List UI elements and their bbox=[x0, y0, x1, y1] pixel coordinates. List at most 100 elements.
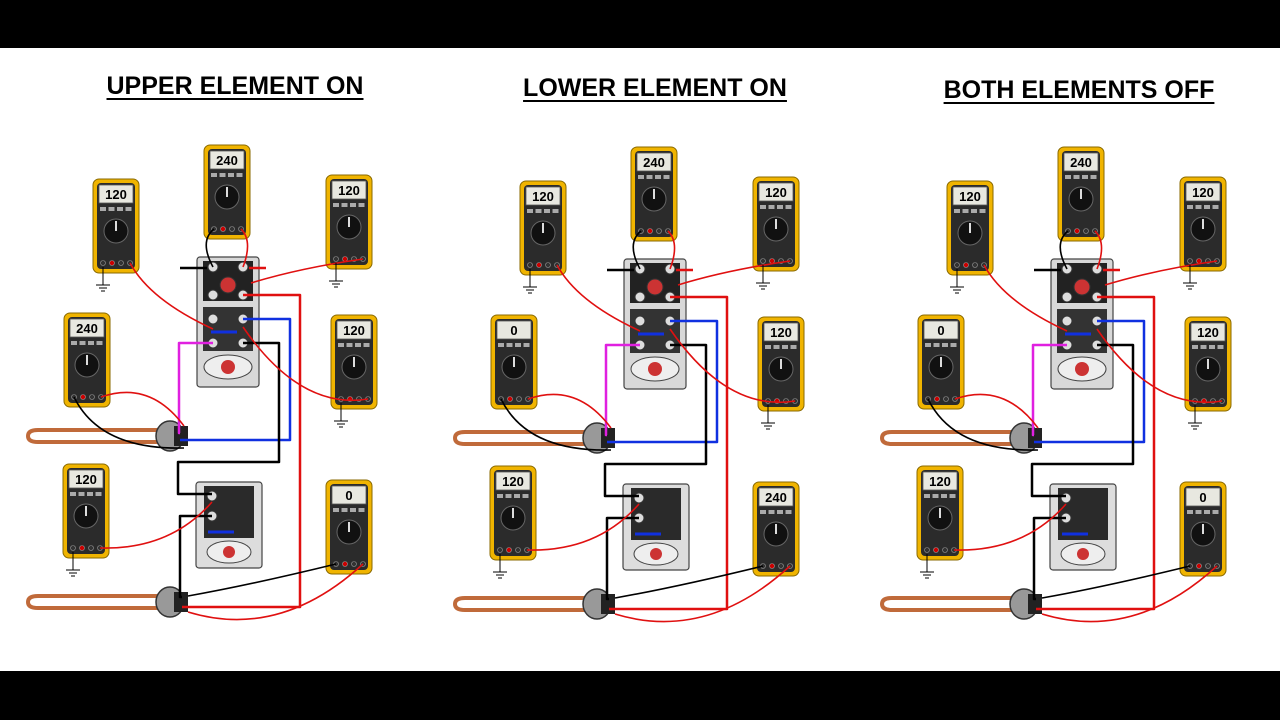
meter-lcd bbox=[68, 469, 104, 489]
panel-1: 240 120 120 240 120 120 0 bbox=[25, 144, 378, 621]
ground-icon bbox=[523, 269, 537, 294]
lower-thermostat-feed-wire bbox=[1030, 343, 1135, 498]
meter-button bbox=[355, 343, 361, 347]
meter-reading: 120 bbox=[105, 187, 127, 202]
meter-jack bbox=[527, 262, 533, 268]
meter-jack bbox=[1196, 563, 1202, 569]
lower-thermostat bbox=[195, 481, 263, 569]
reset-button bbox=[1073, 278, 1091, 296]
terminal-screw bbox=[207, 289, 219, 301]
ground-icon bbox=[96, 267, 110, 292]
meter-jack bbox=[647, 228, 653, 234]
meter-jack bbox=[933, 547, 939, 553]
multimeter-left-lower: 120 bbox=[916, 465, 964, 561]
meter-reading: 120 bbox=[770, 325, 792, 340]
meter-button bbox=[942, 343, 948, 347]
upper-thermostat bbox=[196, 256, 260, 388]
meter-reading: 240 bbox=[765, 490, 787, 505]
meter-reading: 120 bbox=[338, 183, 360, 198]
meter-reading: 120 bbox=[75, 472, 97, 487]
meter-jack bbox=[229, 226, 235, 232]
element-terminal-block bbox=[601, 428, 615, 448]
meter-lcd bbox=[331, 485, 367, 505]
meter-lcd bbox=[1185, 487, 1221, 507]
temperature-dial-knob bbox=[648, 362, 662, 376]
multimeter-top: 240 bbox=[203, 144, 251, 240]
multimeter-right-mid: 120 bbox=[757, 316, 805, 412]
temperature-dial-knob bbox=[650, 548, 662, 560]
probe-lead-red bbox=[1094, 230, 1103, 270]
meter-button bbox=[88, 341, 94, 345]
meter-button bbox=[100, 207, 106, 211]
probe-lead-red bbox=[1041, 565, 1218, 623]
meter-jack bbox=[79, 545, 85, 551]
probe-lead-red bbox=[614, 565, 791, 623]
ground-icon bbox=[1188, 405, 1202, 430]
meter-lcd bbox=[209, 150, 245, 170]
meter-lcd bbox=[636, 152, 672, 172]
meter-jack bbox=[507, 396, 513, 402]
meter-jack bbox=[88, 545, 94, 551]
meter-jack bbox=[118, 260, 124, 266]
probe-lead-red bbox=[187, 563, 364, 621]
meter-button bbox=[527, 209, 533, 213]
probe-lead-red bbox=[983, 264, 1068, 332]
meter-reading: 0 bbox=[510, 323, 517, 338]
meter-jack bbox=[1083, 228, 1089, 234]
heating-element-loop bbox=[25, 428, 158, 444]
heating-element-loop bbox=[452, 430, 585, 446]
meter-jack bbox=[1187, 258, 1193, 264]
ground-icon bbox=[920, 554, 934, 579]
meter-reading: 120 bbox=[959, 189, 981, 204]
probe-lead-black bbox=[927, 398, 1039, 451]
meter-button bbox=[655, 175, 661, 179]
meter-button bbox=[1212, 205, 1219, 209]
meter-button bbox=[535, 209, 542, 213]
panel-2-title: LOWER ELEMENT ON bbox=[523, 74, 787, 102]
multimeter-top: 240 bbox=[630, 146, 678, 242]
meter-button bbox=[79, 341, 86, 345]
meter-jack bbox=[515, 547, 521, 553]
meter-button bbox=[108, 207, 115, 211]
meter-lcd bbox=[758, 487, 794, 507]
meter-reading: 120 bbox=[502, 474, 524, 489]
ground-icon bbox=[950, 269, 964, 294]
meter-jack bbox=[342, 561, 348, 567]
multimeter-right-lower: 240 bbox=[752, 481, 800, 577]
meter-reading: 0 bbox=[345, 488, 352, 503]
meter-reading: 120 bbox=[343, 323, 365, 338]
meter-jack bbox=[506, 547, 512, 553]
lower-element-black-wire bbox=[605, 516, 639, 601]
meter-button bbox=[777, 205, 783, 209]
reset-button bbox=[646, 278, 664, 296]
meter-button bbox=[117, 207, 123, 211]
letterbox-bottom bbox=[0, 671, 1280, 720]
meter-button bbox=[954, 209, 960, 213]
probe-lead-red bbox=[526, 503, 640, 551]
probe-lead-black bbox=[632, 230, 642, 270]
heating-element-loop bbox=[452, 596, 585, 612]
ground-icon bbox=[334, 403, 348, 428]
probe-lead-red bbox=[953, 503, 1067, 551]
meter-jack bbox=[769, 563, 775, 569]
meter-lcd bbox=[525, 186, 561, 206]
meter-button bbox=[341, 203, 348, 207]
multimeter-left-mid: 0 bbox=[490, 314, 538, 410]
meter-button bbox=[346, 343, 353, 347]
meter-button bbox=[1212, 510, 1219, 514]
multimeter-left-mid: 0 bbox=[917, 314, 965, 410]
meter-button bbox=[773, 345, 780, 349]
meter-button bbox=[1192, 345, 1198, 349]
meter-button bbox=[522, 494, 529, 498]
meter-button bbox=[350, 203, 356, 207]
meter-button bbox=[782, 345, 788, 349]
upper-thermostat bbox=[1050, 258, 1114, 390]
meter-jack bbox=[1205, 563, 1211, 569]
meter-jack bbox=[972, 262, 978, 268]
meter-reading: 240 bbox=[76, 321, 98, 336]
multimeter-top: 240 bbox=[1057, 146, 1105, 242]
meter-button bbox=[1187, 205, 1193, 209]
upper-heating-element bbox=[25, 420, 188, 452]
meter-jack bbox=[516, 396, 522, 402]
